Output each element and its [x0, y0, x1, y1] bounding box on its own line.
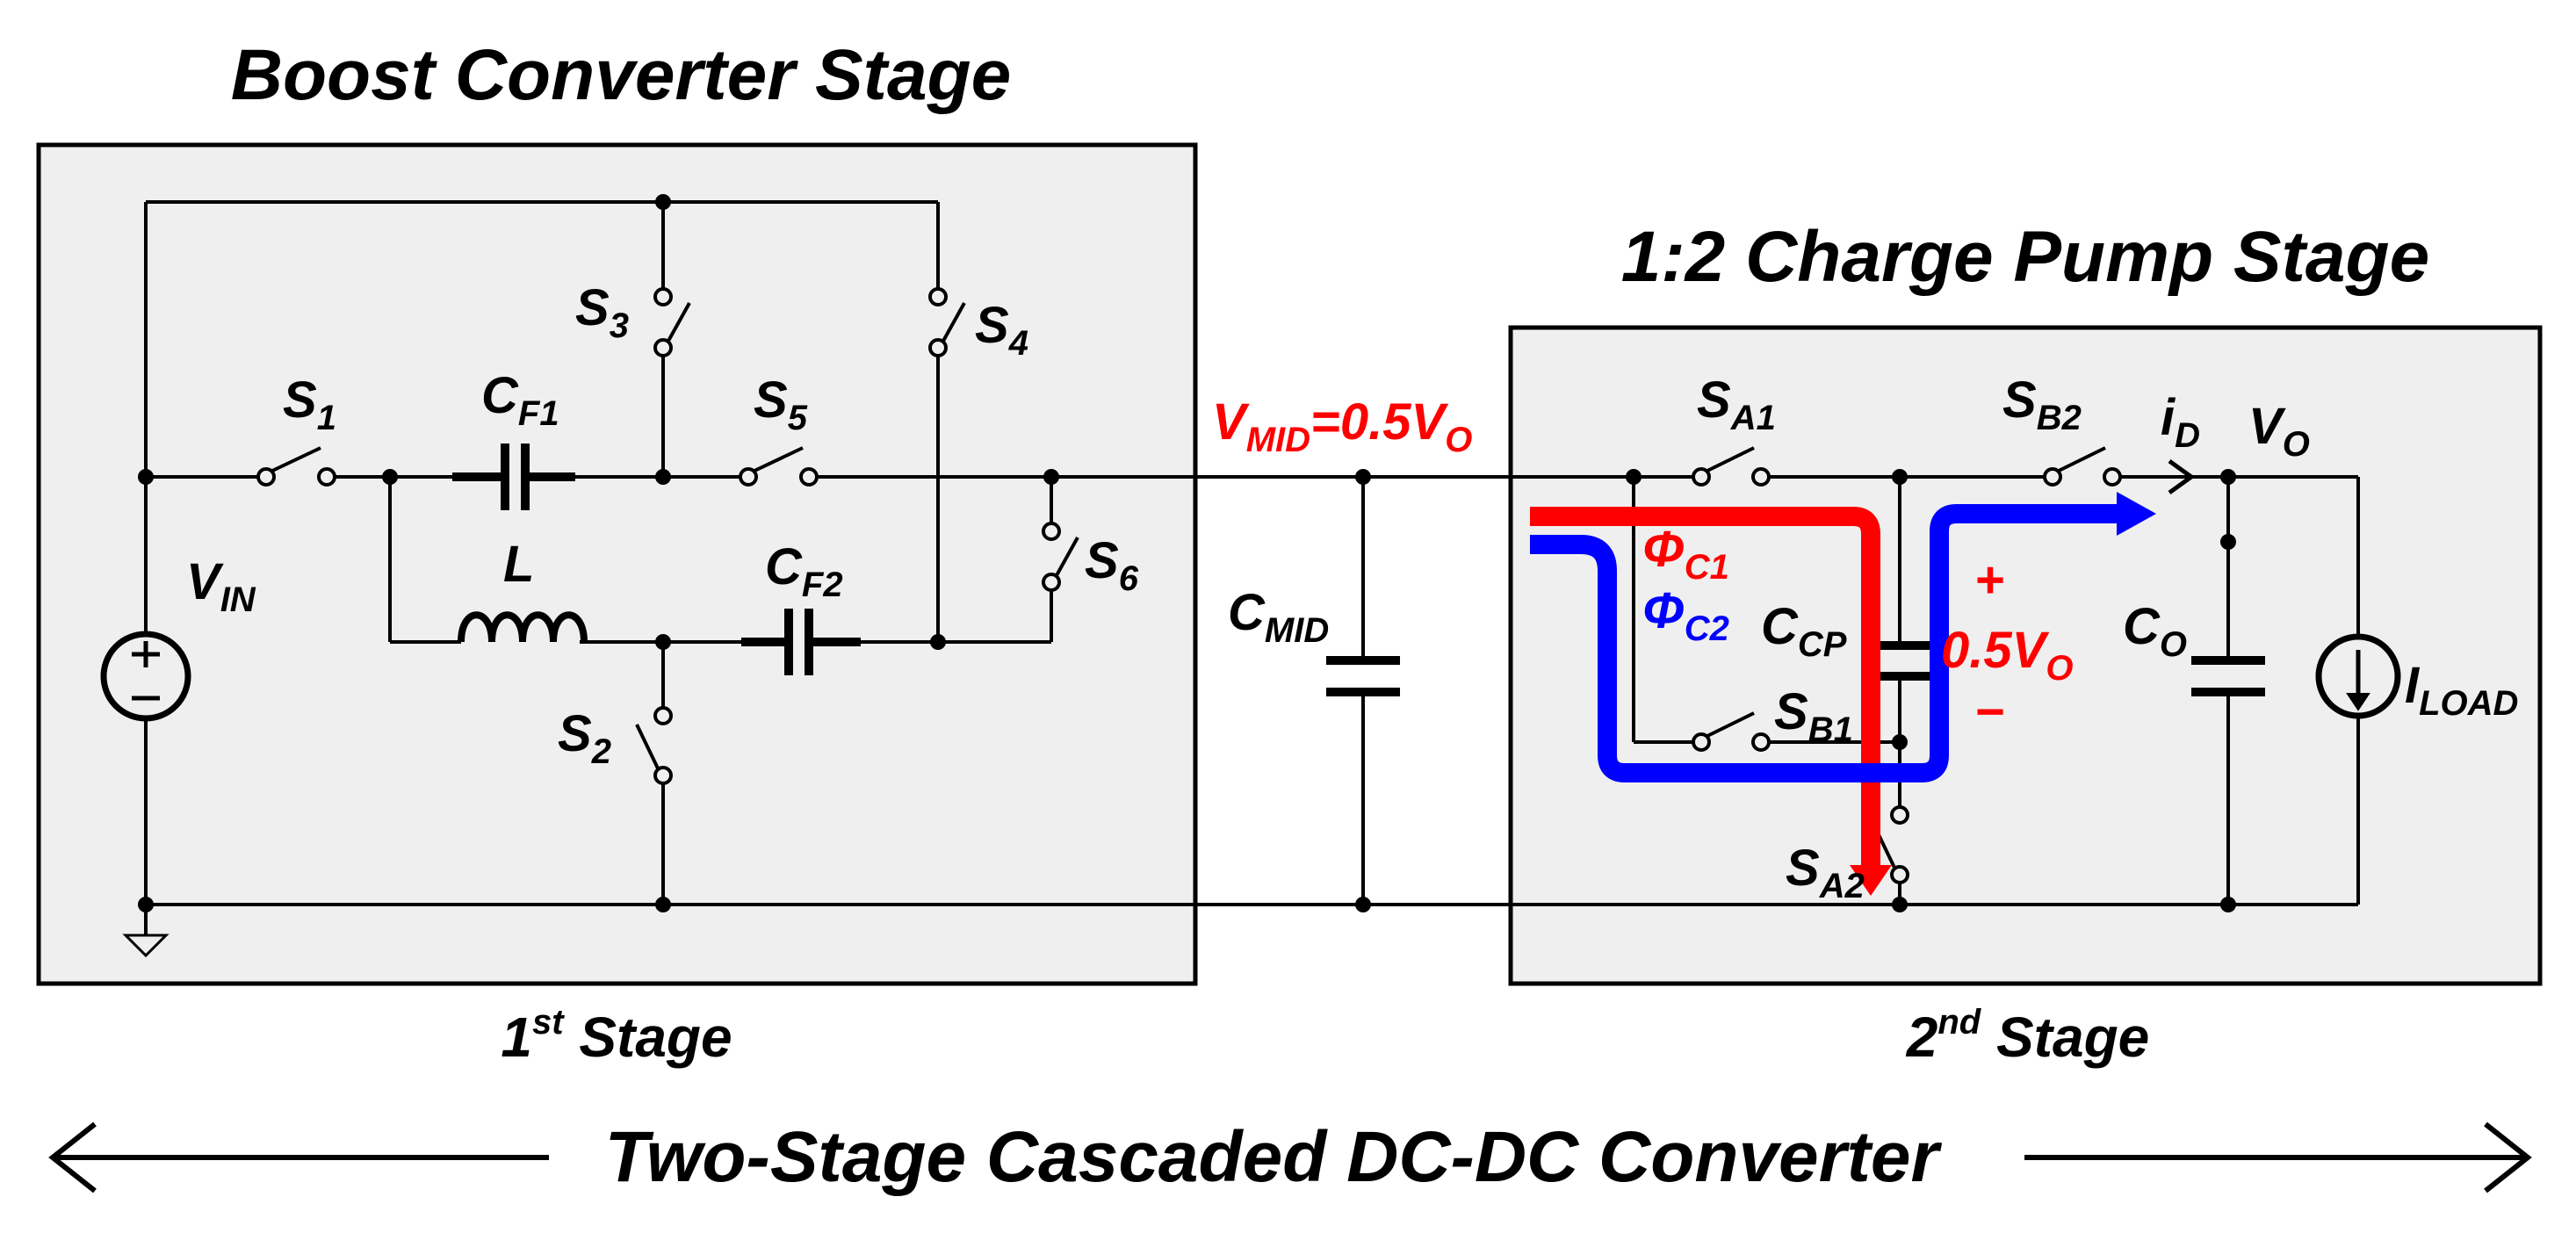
cf2-label: CF2	[765, 538, 843, 604]
first-stage-label: 1st Stage	[501, 1003, 732, 1069]
id-diode-arrow-icon	[2168, 458, 2196, 495]
cf2-capacitor-icon	[741, 609, 861, 675]
switch-s1-icon	[256, 446, 336, 487]
switch-s3-icon	[653, 287, 691, 357]
charge-pump-stage-panel	[1508, 325, 2543, 986]
sa2-label: SA2	[1786, 840, 1865, 905]
switch-s2-icon	[635, 706, 673, 785]
cmid-label: CMID	[1228, 584, 1329, 650]
switch-s5-icon	[739, 446, 819, 487]
vin-label: VIN	[186, 553, 256, 619]
iload-current-source-icon	[2315, 633, 2401, 719]
switch-sa2-icon	[1872, 805, 1909, 884]
cmid-capacitor-icon	[1326, 656, 1400, 696]
switch-s6-icon	[1042, 522, 1079, 592]
boost-stage-title: Boost Converter Stage	[231, 35, 1012, 115]
phase-c1-current-path	[1530, 507, 1880, 869]
ccp-label: CCP	[1761, 598, 1847, 664]
id-label: iD	[2161, 389, 2200, 455]
phase-c2-label: ΦC2	[1642, 582, 1729, 648]
switch-sb2-icon	[2043, 446, 2122, 487]
s6-label: S6	[1085, 532, 1139, 598]
vmid-annotation: VMID=0.5VO	[1212, 393, 1472, 459]
overall-title: Two-Stage Cascaded DC-DC Converter	[605, 1117, 1943, 1197]
vin-source-icon	[100, 631, 191, 722]
switch-sa1-icon	[1692, 446, 1771, 487]
boost-junction-dots	[138, 194, 1371, 912]
s5-label: S5	[754, 371, 808, 437]
cf1-capacitor-icon	[452, 443, 575, 510]
ccp-minus-sign: −	[1974, 683, 2004, 740]
s4-label: S4	[975, 297, 1028, 363]
phase-c1-arrowhead	[1850, 865, 1892, 896]
sa1-label: SA1	[1697, 371, 1776, 437]
boost-stage-panel	[36, 142, 1198, 986]
left-arrow	[48, 1121, 549, 1193]
sb1-label: SB1	[1774, 683, 1853, 749]
s1-label: S1	[283, 371, 336, 437]
s3-label: S3	[575, 279, 629, 345]
vo-label: VO	[2248, 398, 2310, 464]
s2-label: S2	[558, 705, 611, 771]
charge-pump-junction-dots	[1626, 469, 2236, 912]
switch-sb1-icon	[1692, 711, 1771, 752]
l-label: L	[503, 536, 534, 593]
phase-c2-current-path	[1530, 504, 2118, 782]
charge-pump-wires	[1511, 475, 2360, 906]
phase-c1-label: ΦC1	[1642, 521, 1729, 587]
charge-pump-stage-title: 1:2 Charge Pump Stage	[1621, 217, 2429, 297]
phase-c2-arrowhead	[2117, 492, 2156, 536]
co-label: CO	[2123, 598, 2187, 664]
right-arrow	[2024, 1121, 2532, 1193]
switch-s4-icon	[928, 287, 966, 357]
ccp-plus-sign: +	[1974, 552, 2004, 609]
boost-stage-wires	[144, 200, 1634, 935]
second-stage-label: 2nd Stage	[1906, 1003, 2150, 1069]
ground-icon	[122, 934, 170, 958]
inductor-icon	[458, 611, 588, 643]
sb2-label: SB2	[2002, 371, 2082, 437]
ccp-voltage-label: 0.5VO	[1941, 622, 2073, 688]
iload-label: ILOAD	[2405, 657, 2518, 723]
co-capacitor-icon	[2191, 656, 2265, 696]
cf1-label: CF1	[481, 367, 559, 433]
